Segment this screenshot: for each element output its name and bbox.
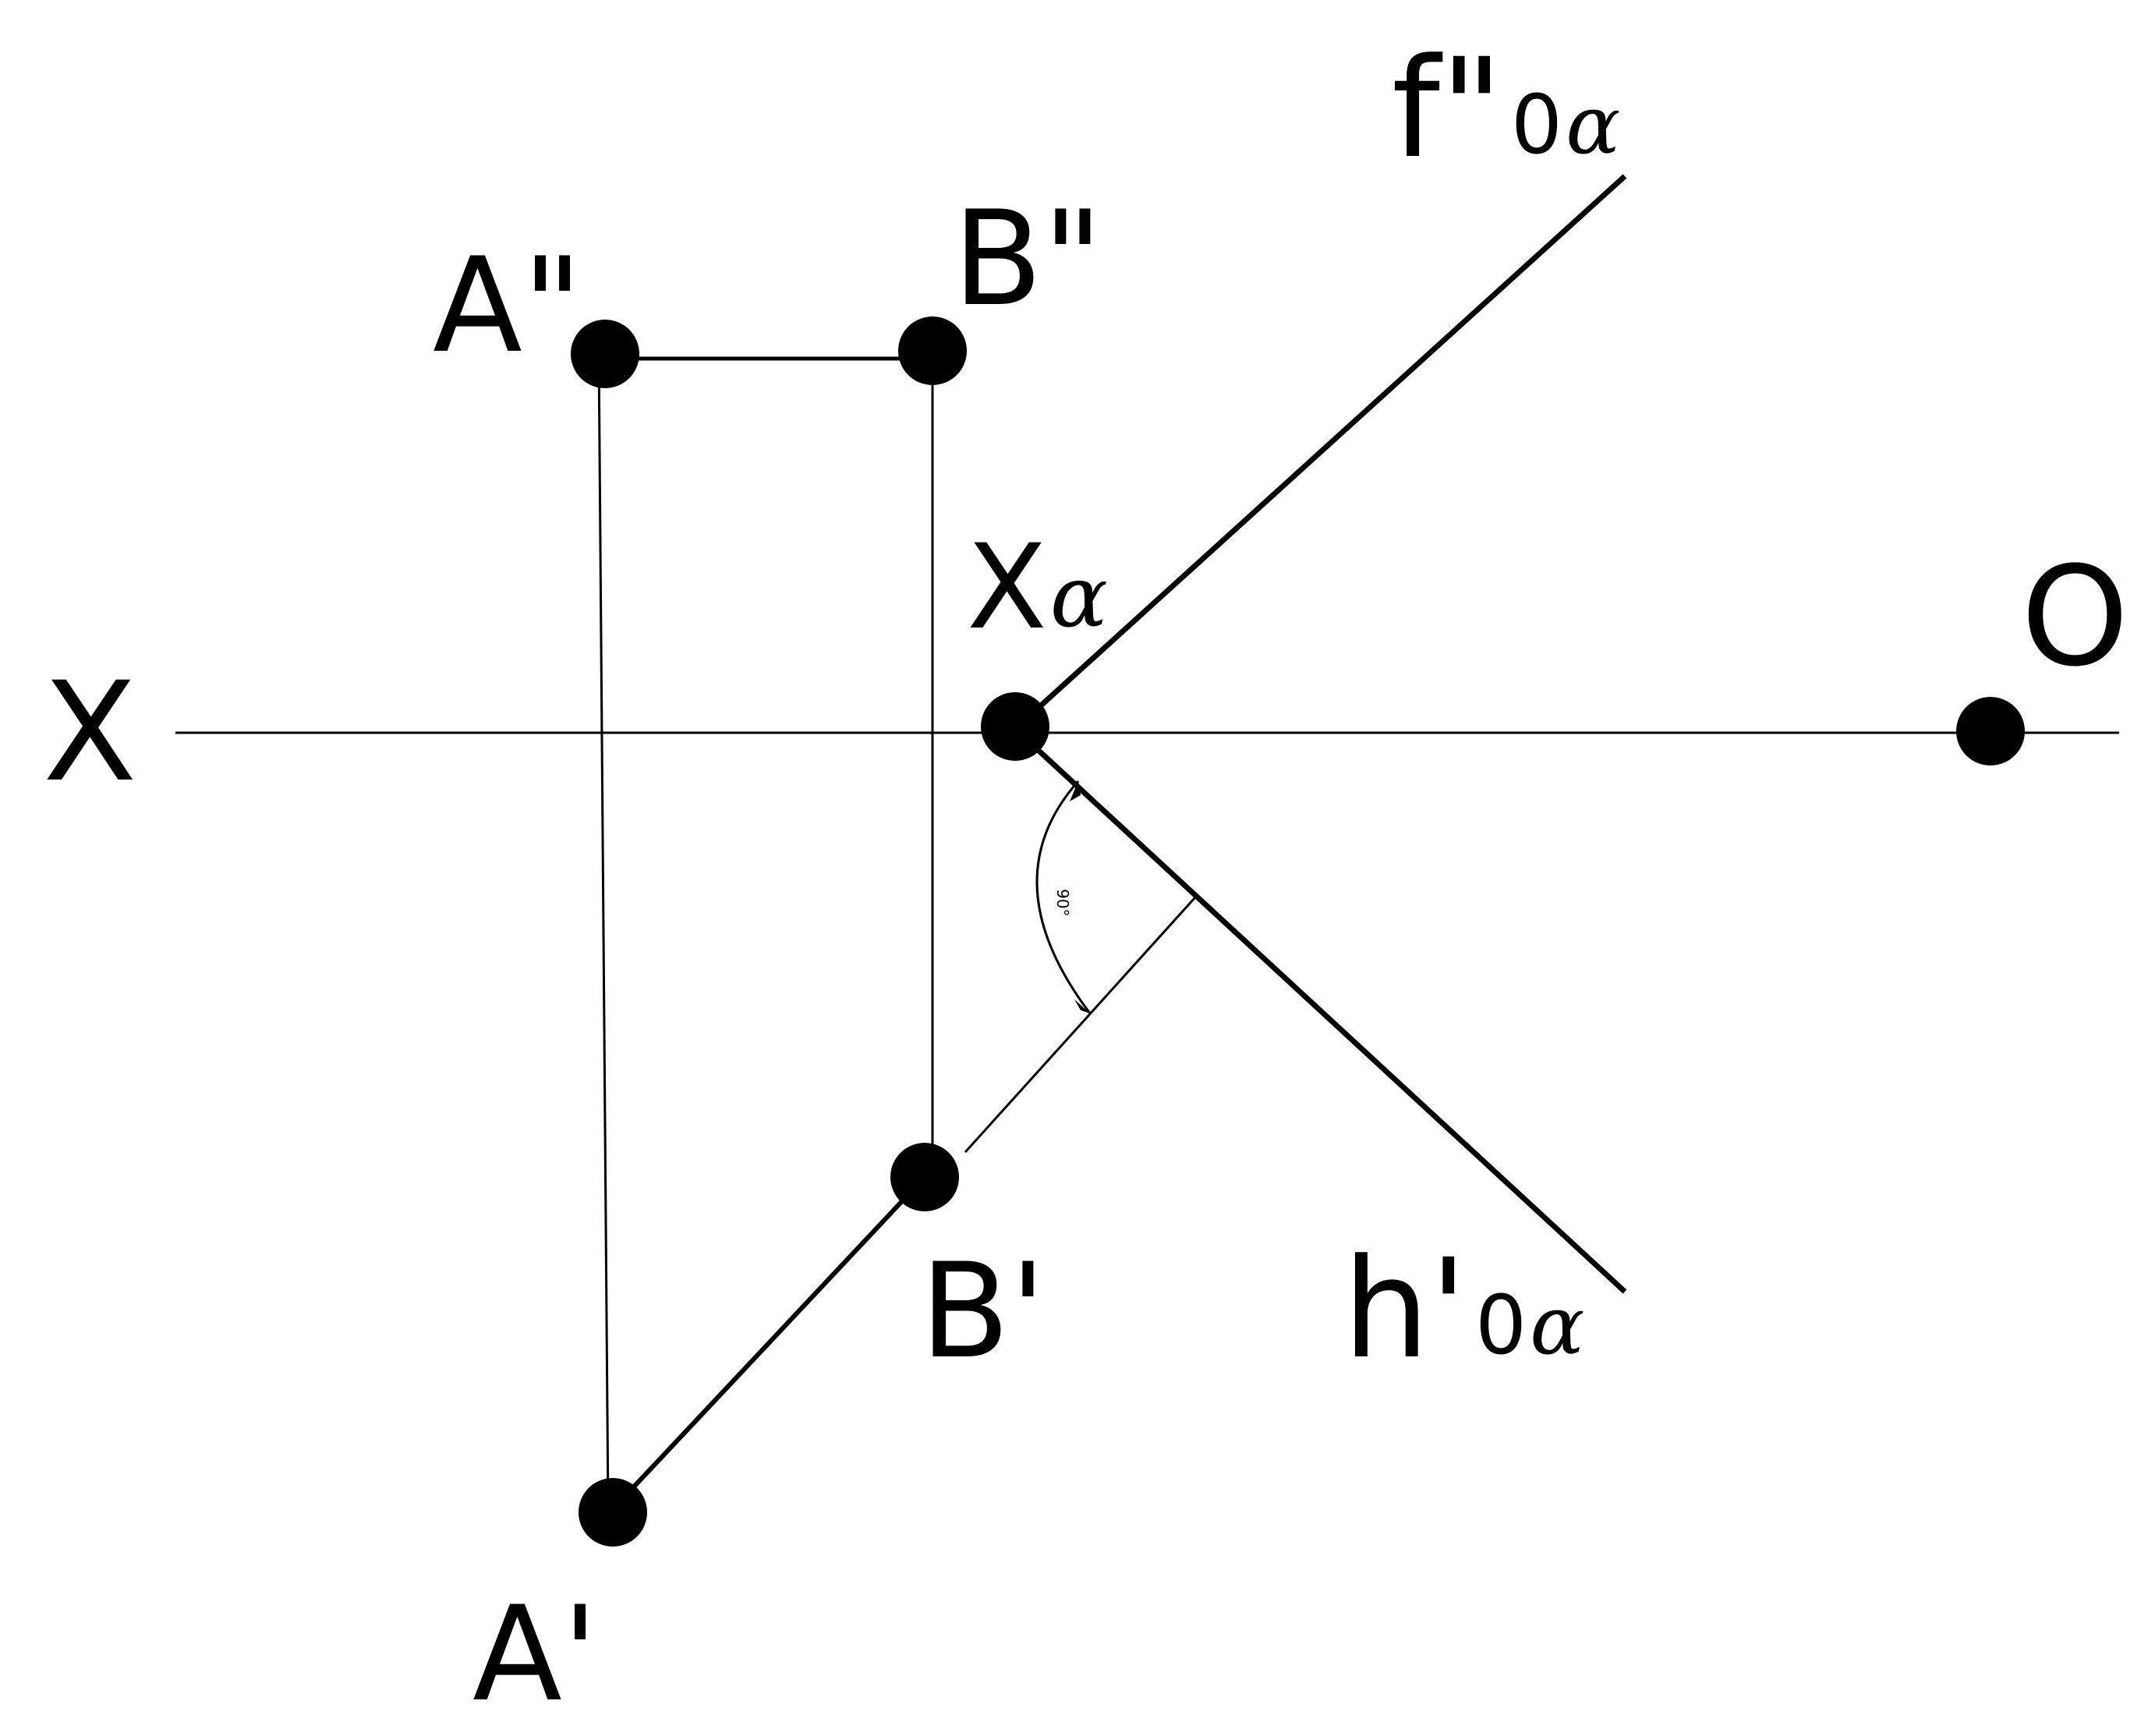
label-b-top: B' xyxy=(920,1235,1046,1388)
label-frontal-trace-sub-zero: 0 xyxy=(1511,77,1562,172)
point-x-alpha xyxy=(981,692,1049,761)
point-b-top xyxy=(890,1143,959,1211)
angle-arrow-top xyxy=(1070,781,1081,801)
label-axis-x: X xyxy=(43,652,137,812)
label-x-alpha-sub: α xyxy=(1050,546,1108,646)
angle-arc xyxy=(1035,780,1092,1014)
label-x-alpha-main: X xyxy=(967,520,1047,656)
label-x-alpha: Xα xyxy=(967,520,1108,656)
label-frontal-trace-main: f" xyxy=(1392,29,1503,189)
label-horizontal-trace-sub-alpha: α xyxy=(1530,1278,1584,1373)
label-origin: O xyxy=(2021,537,2129,697)
label-horizontal-trace: h'0α xyxy=(1343,1229,1584,1389)
point-b-front xyxy=(898,316,967,385)
label-b-front: B" xyxy=(953,182,1103,335)
label-horizontal-trace-sub-zero: 0 xyxy=(1475,1278,1527,1373)
frontal-trace-line xyxy=(1013,174,1627,731)
angle-arrow-bottom xyxy=(1074,999,1090,1013)
label-frontal-trace: f"0α xyxy=(1392,29,1620,189)
label-frontal-trace-sub-alpha: α xyxy=(1566,77,1620,172)
label-a-top: A' xyxy=(472,1578,598,1731)
label-horizontal-trace-main: h' xyxy=(1343,1229,1467,1389)
perpendicular-construction-line xyxy=(964,895,1198,1154)
point-a-front xyxy=(571,320,639,388)
point-a-top xyxy=(579,1478,647,1547)
segment-a-top-b-top xyxy=(610,1175,927,1511)
label-a-front: A" xyxy=(433,229,582,382)
point-o xyxy=(1956,697,2025,765)
horizontal-trace-line xyxy=(1013,727,1627,1294)
angle-label: 90° xyxy=(1053,889,1072,916)
link-line-a xyxy=(597,352,610,1511)
